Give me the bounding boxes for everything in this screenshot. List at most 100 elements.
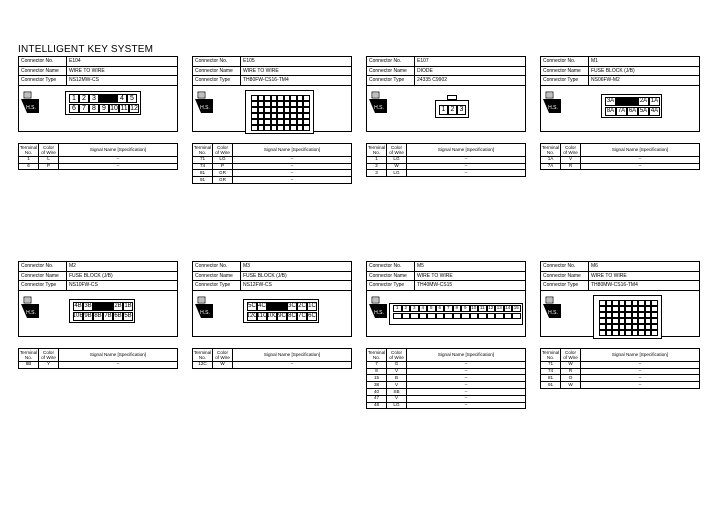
- connector-diagram: H.S.: [192, 85, 352, 134]
- signal-name: –: [406, 381, 526, 389]
- terminal-cell: [303, 106, 310, 113]
- terminal-cell: [303, 100, 310, 107]
- terminal-cell: 2: [79, 93, 89, 103]
- terminal-cell: [618, 329, 625, 336]
- signal-name: –: [232, 162, 352, 171]
- terminal-cell: [296, 106, 303, 113]
- terminal-cell: [625, 311, 632, 318]
- terminal-cell: [618, 305, 625, 312]
- terminal-cell: [625, 299, 632, 306]
- terminal-cell: [612, 323, 619, 330]
- connector-face: [245, 89, 314, 134]
- terminal-cell: [631, 311, 638, 318]
- terminal-cell: 3B: [83, 301, 93, 311]
- signal-name: –: [406, 155, 526, 164]
- terminal-cell: [290, 106, 297, 113]
- wire-color: V: [386, 394, 407, 403]
- terminal-cell: [512, 312, 521, 319]
- terminal-cell: [283, 118, 290, 125]
- connector-face: [593, 294, 662, 339]
- terminal-cell: [644, 305, 651, 312]
- terminal-cell: 8C: [287, 311, 297, 321]
- hs-label: H.S.: [26, 310, 36, 316]
- signal-name: –: [406, 374, 526, 383]
- terminal-cell: [644, 323, 651, 330]
- connector-name-label: Connector Name: [540, 65, 589, 77]
- connector-type-value: NS06FW-M2: [588, 75, 700, 86]
- signal-name: –: [580, 162, 700, 171]
- wire-color: O: [560, 374, 581, 383]
- terminal-cell: [251, 100, 258, 107]
- terminal-cell: [631, 323, 638, 330]
- terminal-cell: [478, 312, 487, 319]
- terminal-cell: [435, 312, 444, 319]
- terminal-cell: [612, 317, 619, 324]
- terminal-no: 7: [366, 360, 387, 369]
- terminal-cell: [283, 124, 290, 131]
- terminal-cell: 6A: [627, 106, 638, 116]
- signal-name: –: [580, 367, 700, 376]
- terminal-no: 40: [366, 387, 387, 396]
- connector-name-value: WIRE TO WIRE: [66, 65, 178, 77]
- connector-no-label: Connector No.: [366, 56, 415, 67]
- terminal-cell: [296, 124, 303, 131]
- terminal-no: 1: [366, 155, 387, 164]
- terminal-cell: [264, 100, 271, 107]
- terminal-cell: [605, 317, 612, 324]
- hs-icon: H.S.: [543, 91, 561, 113]
- wire-color: P: [212, 162, 233, 171]
- terminal-cell: [303, 112, 310, 119]
- terminal-cell: 11C: [256, 311, 268, 321]
- signal-name: –: [580, 374, 700, 383]
- info-row: Connector No.M3: [192, 261, 352, 272]
- wire-color: LG: [212, 155, 233, 164]
- terminal-no: 71: [192, 155, 213, 164]
- terminal-cell: 5C: [247, 301, 257, 311]
- terminal-cell: 3C: [287, 301, 297, 311]
- connector-type-label: Connector Type: [366, 75, 415, 86]
- wire-color: L: [38, 155, 59, 164]
- terminal-cell: [486, 312, 495, 319]
- terminal-cell: [651, 329, 658, 336]
- terminal-cell: [638, 317, 645, 324]
- header-signal-name: Signal Name [Specification]: [406, 142, 526, 157]
- terminal-cell: 8: [452, 304, 461, 312]
- terminal-cell: 1: [393, 304, 402, 312]
- terminal-no: 12C: [192, 360, 213, 369]
- terminal-cell: [618, 311, 625, 318]
- terminal-cell: [296, 100, 303, 107]
- signal-name: –: [58, 155, 178, 164]
- terminal-cell: [264, 118, 271, 125]
- connector-no-value: M1: [588, 56, 700, 67]
- connector-no-label: Connector No.: [540, 261, 589, 272]
- terminal-cell: 4A: [649, 106, 660, 116]
- terminal-cell: [277, 94, 284, 101]
- terminal-no: 38: [366, 381, 387, 389]
- terminal-cell: [290, 124, 297, 131]
- terminal-cell: [638, 323, 645, 330]
- terminal-cell: 7: [444, 304, 453, 312]
- terminal-cell: 10: [469, 304, 478, 312]
- terminal-cell: [651, 317, 658, 324]
- connector-name-value: WIRE TO WIRE: [240, 65, 352, 77]
- terminal-cell: [625, 317, 632, 324]
- header-signal-name: Signal Name [Specification]: [406, 347, 526, 362]
